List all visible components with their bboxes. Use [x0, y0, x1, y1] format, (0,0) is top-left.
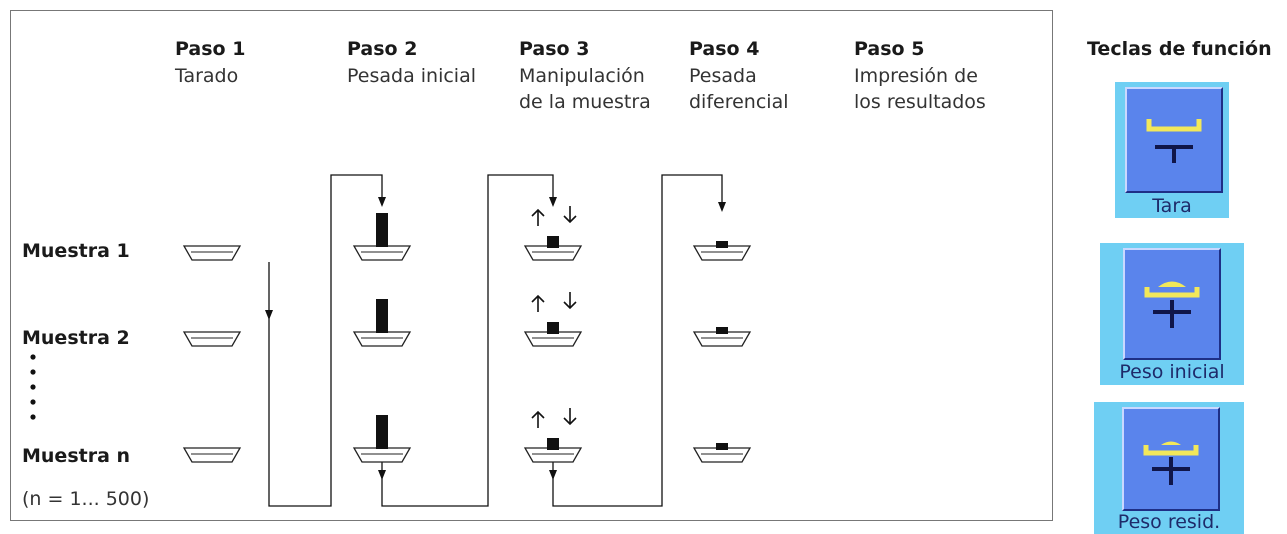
step-1-desc: Tarado: [175, 65, 239, 87]
step-4-desc-line-1: Pesada: [689, 65, 757, 87]
step-3-desc-line-1: Manipulación: [519, 65, 645, 87]
sample-range-note: (n = 1... 500): [22, 488, 150, 510]
diagram-frame: [10, 10, 1053, 521]
flow-connector-line: [268, 174, 723, 507]
residual-weight-key-label: Peso resid.: [1117, 511, 1221, 533]
step1-dish-sample-1: [183, 245, 241, 261]
tare-key-label: Tara: [1152, 195, 1192, 217]
step3-manipulation-sample-1: [524, 205, 582, 261]
initial-weight-key[interactable]: Peso inicial: [1100, 243, 1244, 385]
step-5-desc-line-1: Impresión de: [854, 65, 978, 87]
step2-weighing-sample-1: [353, 213, 411, 261]
sample-n-label: Muestra n: [22, 445, 131, 467]
step2-weighing-sample-2: [353, 299, 411, 347]
flow-arrow-step4-in: [718, 202, 726, 212]
step-5-desc-line-2: los resultados: [854, 91, 986, 113]
step4-differential-sample-2: [693, 327, 751, 347]
residual-weight-key[interactable]: Peso resid.: [1094, 402, 1244, 534]
step3-manipulation-sample-n: [524, 407, 582, 463]
flow-arrow-step3-out: [549, 470, 557, 480]
step2-weighing-sample-n: [353, 415, 411, 463]
step1-dish-sample-2: [183, 331, 241, 347]
step-2-desc: Pesada inicial: [347, 65, 477, 87]
residual-weight-scale-icon: [1122, 407, 1220, 511]
tare-scale-icon: [1125, 87, 1223, 193]
step-3-title: Paso 3: [519, 38, 590, 60]
flow-arrow-step2-out: [378, 470, 386, 480]
initial-weight-scale-icon: [1123, 248, 1221, 360]
step-4-desc-line-2: diferencial: [689, 91, 789, 113]
flow-arrow-tare-down: [265, 310, 273, 320]
step3-manipulation-sample-2: [524, 291, 582, 347]
flow-arrow-step2-in: [378, 197, 386, 207]
step4-differential-sample-1: [693, 241, 751, 261]
initial-weight-key-label: Peso inicial: [1119, 361, 1225, 383]
ellipsis-dots: [30, 354, 36, 420]
step-5-title: Paso 5: [854, 38, 925, 60]
function-keys-title: Teclas de función: [1087, 38, 1272, 60]
step-2-title: Paso 2: [347, 38, 418, 60]
sample-2-label: Muestra 2: [22, 327, 130, 349]
step4-differential-sample-n: [693, 443, 751, 463]
workflow-diagram: [30, 174, 751, 507]
sample-1-label: Muestra 1: [22, 240, 130, 262]
step1-dish-sample-n: [183, 447, 241, 463]
tare-key[interactable]: Tara: [1115, 82, 1229, 218]
flow-arrow-step3-in: [549, 197, 557, 207]
step-4-title: Paso 4: [689, 38, 760, 60]
step-3-desc-line-2: de la muestra: [519, 91, 651, 113]
step-1-title: Paso 1: [175, 38, 246, 60]
